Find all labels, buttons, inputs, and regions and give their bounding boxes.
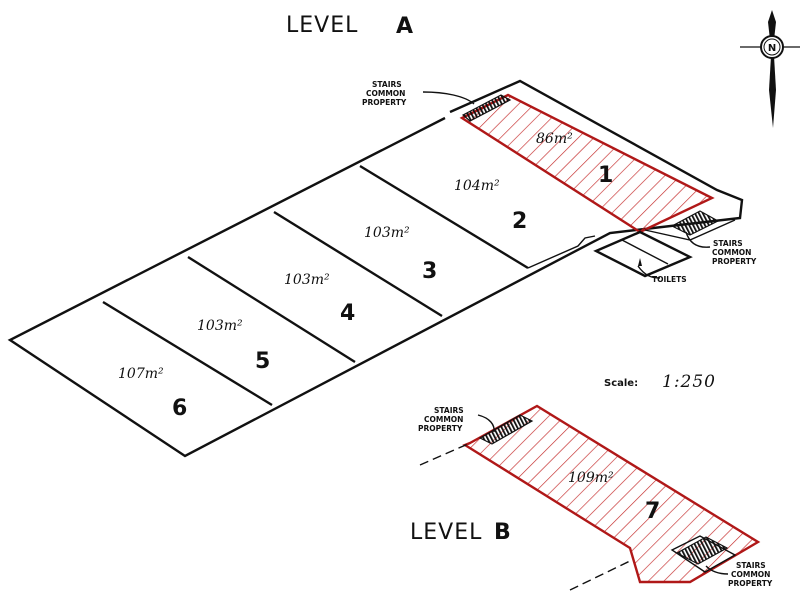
unit-2-number: 2 <box>512 209 527 234</box>
unit-3-number: 3 <box>422 259 437 284</box>
connector-top <box>419 443 469 466</box>
svg-text:PROPERTY: PROPERTY <box>728 579 773 588</box>
svg-text:PROPERTY: PROPERTY <box>362 98 407 107</box>
level-a-heading: LEVEL A <box>286 13 413 39</box>
level-b-heading: LEVEL B <box>410 520 511 545</box>
svg-text:COMMON: COMMON <box>424 415 463 424</box>
unit-1-number: 1 <box>598 163 613 188</box>
unit-7-area: 109m² <box>568 470 614 486</box>
unit-6-number: 6 <box>172 396 187 421</box>
compass-letter: N <box>768 43 776 54</box>
scale-note: Scale: 1:250 <box>604 372 716 392</box>
stairs-right-a <box>670 210 720 236</box>
divider-2-3 <box>359 164 529 270</box>
svg-text:COMMON: COMMON <box>366 89 405 98</box>
unit-1-area: 86m² <box>536 131 573 147</box>
unit-3-area: 103m² <box>364 225 410 241</box>
stairs-top <box>461 94 512 122</box>
label-toilets: TOILETS <box>652 275 687 284</box>
leader-toilets <box>637 265 661 279</box>
unit-4-area: 103m² <box>284 272 330 288</box>
level-a-plan: 86m² 1 104m² 2 103m² 3 103m² 4 103m² 5 1… <box>7 79 757 458</box>
svg-text:STAIRS: STAIRS <box>736 561 766 570</box>
svg-text:STAIRS: STAIRS <box>713 239 743 248</box>
leader-stairs-right <box>685 231 711 248</box>
toilets-block <box>593 230 693 278</box>
unit-6-area: 107m² <box>118 366 164 382</box>
lot-1-highlight <box>459 93 715 234</box>
svg-text:STAIRS: STAIRS <box>434 406 464 415</box>
lot-7-highlight <box>462 404 761 584</box>
level-a-letter: A <box>396 14 413 39</box>
connector-bottom <box>569 559 633 591</box>
svg-text:PROPERTY: PROPERTY <box>712 257 757 266</box>
level-a-title: LEVEL <box>286 13 358 38</box>
leader-stairs-top <box>422 91 475 105</box>
toilet-pointer <box>638 258 642 266</box>
stairs-left-b <box>478 414 534 445</box>
stair-landing-b <box>670 535 737 573</box>
toilets-partition <box>621 239 669 265</box>
unit-7-number: 7 <box>645 499 660 524</box>
leader-stairs-left-b <box>477 414 495 433</box>
label-stairs-left-b: STAIRS COMMON PROPERTY <box>418 406 464 433</box>
divider-4-5 <box>187 255 356 364</box>
scale-value: 1:250 <box>662 372 716 392</box>
level-b-letter: B <box>494 520 511 545</box>
level-a-outline <box>7 79 744 458</box>
unit-4-number: 4 <box>340 301 355 326</box>
leader-stairs-right-b <box>705 565 729 575</box>
label-stairs-top: STAIRS COMMON PROPERTY <box>362 80 407 107</box>
unit-5-number: 5 <box>255 349 270 374</box>
svg-text:COMMON: COMMON <box>731 570 770 579</box>
svg-text:STAIRS: STAIRS <box>372 80 402 89</box>
divider-5-6 <box>102 300 273 407</box>
unit-5-area: 103m² <box>197 318 243 334</box>
svg-text:PROPERTY: PROPERTY <box>418 424 463 433</box>
north-arrow-icon: N <box>740 10 800 128</box>
scale-label: Scale: <box>604 378 638 389</box>
label-stairs-right: STAIRS COMMON PROPERTY <box>712 239 757 266</box>
divider-3-4 <box>273 210 443 318</box>
level-b-title: LEVEL <box>410 520 482 545</box>
svg-text:COMMON: COMMON <box>712 248 751 257</box>
label-stairs-right-b: STAIRS COMMON PROPERTY <box>728 561 773 588</box>
unit-2-area: 104m² <box>454 178 500 194</box>
level-b-plan: 109m² 7 STAIRS COMMON PROPERTY STAIRS CO… <box>418 404 773 591</box>
lot-2-notch <box>527 235 596 269</box>
